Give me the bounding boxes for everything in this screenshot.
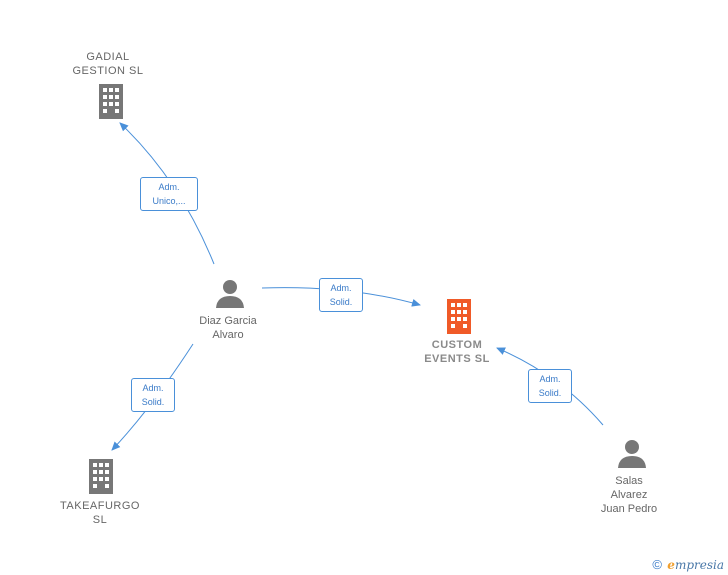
- brand-logo[interactable]: empresia: [667, 558, 724, 572]
- person-icon[interactable]: [215, 278, 245, 308]
- copyright-symbol: ©: [652, 557, 662, 572]
- brand-logo-text: mpresia: [674, 558, 724, 572]
- building-icon[interactable]: [95, 83, 127, 119]
- node-label-takeafurgo: TAKEAFURGO SL: [60, 500, 140, 526]
- person-icon[interactable]: [617, 438, 647, 468]
- building-icon[interactable]: [85, 458, 117, 494]
- node-label-salas-alvarez: Salas Alvarez Juan Pedro: [600, 475, 658, 515]
- brand-footer: © empresia: [652, 557, 724, 572]
- brand-logo-initial: e: [667, 558, 675, 572]
- edge-label-diaz-gadial[interactable]: Adm. Unico,...: [140, 177, 198, 211]
- node-label-custom-events: CUSTOM EVENTS SL: [424, 339, 490, 365]
- building-icon[interactable]: [443, 298, 475, 334]
- node-label-gadial: GADIAL GESTION SL: [72, 51, 144, 77]
- edge-label-diaz-takeafurgo[interactable]: Adm. Solid.: [131, 378, 175, 412]
- edge-label-diaz-custom[interactable]: Adm. Solid.: [319, 278, 363, 312]
- node-label-diaz-garcia: Diaz Garcia Alvaro: [199, 315, 257, 341]
- edge-label-salas-custom[interactable]: Adm. Solid.: [528, 369, 572, 403]
